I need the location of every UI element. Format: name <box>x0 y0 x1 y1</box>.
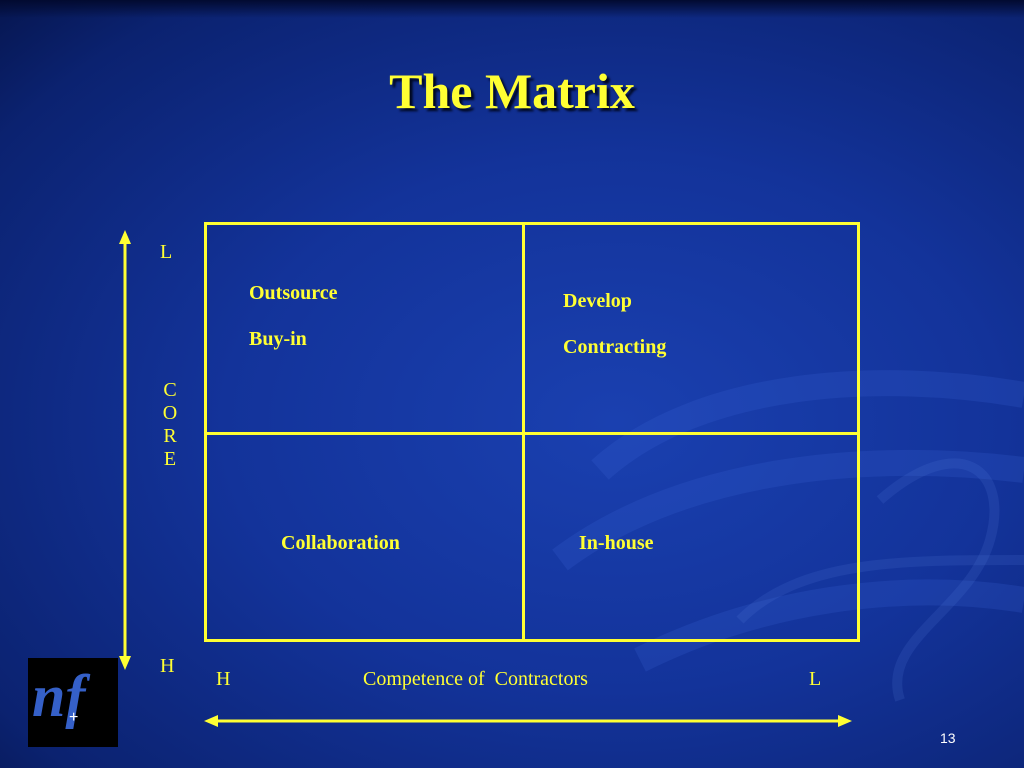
cell-top-right-line2: Contracting <box>563 336 667 358</box>
x-axis-right-label: L <box>809 668 822 690</box>
cell-top-left-line1: Outsource <box>249 282 338 304</box>
x-axis-left-label: H <box>216 668 231 690</box>
y-axis-top-label: L <box>160 241 173 263</box>
y-axis-letter: O <box>162 402 178 424</box>
y-axis-title: C O R E <box>160 379 180 471</box>
nf-logo-icon: nf + <box>32 663 90 729</box>
top-dark-band <box>0 0 1024 18</box>
two-by-two-matrix <box>204 222 860 642</box>
cell-bottom-right-label: In-house <box>579 532 654 554</box>
logo-mark: nf <box>32 663 90 729</box>
y-axis-bottom-label: H <box>160 655 175 677</box>
y-axis-letter: C <box>163 379 177 401</box>
page-number: 13 <box>940 730 956 746</box>
y-axis-letter: E <box>163 448 177 470</box>
slide-title: The Matrix <box>389 63 635 119</box>
cell-top-left-line2: Buy-in <box>249 328 307 350</box>
x-axis-title: Competence of Contractors <box>363 668 588 690</box>
y-axis-letter: R <box>163 425 177 447</box>
matrix-horizontal-divider <box>207 432 857 435</box>
cell-top-right-line1: Develop <box>563 290 632 312</box>
logo: nf + <box>28 658 118 747</box>
cell-bottom-left-label: Collaboration <box>281 532 400 554</box>
logo-plus: + <box>69 709 78 726</box>
